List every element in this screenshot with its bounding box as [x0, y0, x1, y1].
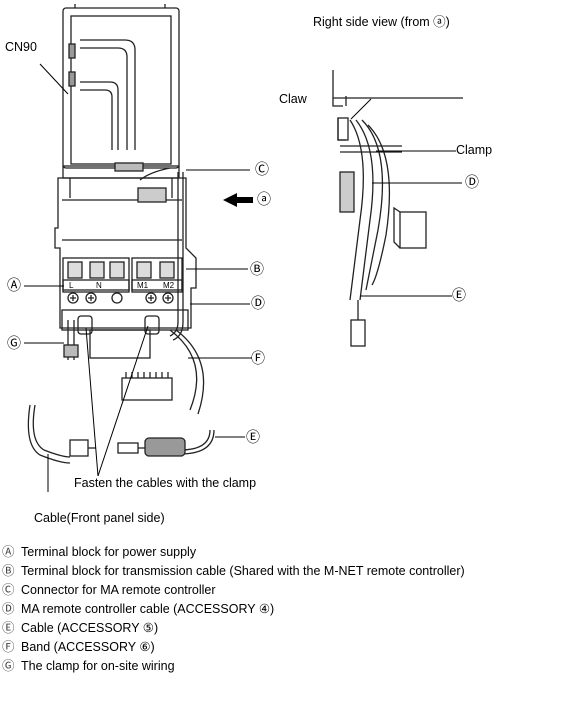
legend: Ⓐ Terminal block for power supply Ⓑ Term…	[2, 543, 586, 676]
legend-text: Connector for MA remote controller	[21, 583, 216, 597]
leader-fasten-2	[97, 325, 149, 477]
legend-text: Band (ACCESSORY ⑥)	[21, 640, 155, 654]
legend-key: Ⓑ	[2, 564, 15, 578]
fasten-caption: Fasten the cables with the clamp	[74, 476, 257, 490]
cable-front-caption: Cable(Front panel side)	[34, 511, 165, 525]
callout-d-left: Ⓓ	[251, 295, 265, 311]
view-marker-a: ⓐ	[257, 191, 271, 207]
leader-cn90	[39, 63, 69, 95]
legend-item-e: Ⓔ Cable (ACCESSORY ⑤)	[2, 619, 586, 638]
callout-a: Ⓐ	[7, 277, 21, 293]
legend-key: Ⓕ	[2, 640, 15, 654]
terminal-l-label: L	[69, 281, 74, 290]
terminal-m2-label: M2	[163, 281, 175, 290]
legend-text: Terminal block for power supply	[21, 545, 197, 559]
callout-b: Ⓑ	[250, 261, 264, 277]
callout-e-right: Ⓔ	[452, 287, 466, 303]
legend-item-b: Ⓑ Terminal block for transmission cable …	[2, 562, 586, 581]
control-box-drawing	[27, 4, 215, 464]
legend-key: Ⓐ	[2, 545, 15, 559]
legend-key: Ⓓ	[2, 602, 15, 616]
legend-item-c: Ⓒ Connector for MA remote controller	[2, 581, 586, 600]
right-side-view-drawing	[332, 70, 463, 347]
legend-key: Ⓖ	[2, 659, 15, 673]
legend-key: Ⓒ	[2, 583, 15, 597]
clamp-label: Clamp	[456, 143, 493, 157]
terminal-n-label: N	[96, 281, 102, 290]
callout-c: Ⓒ	[255, 161, 269, 177]
cn90-label: CN90	[5, 40, 37, 54]
leader-fasten-1	[85, 327, 99, 477]
callout-f: Ⓕ	[251, 350, 265, 366]
legend-item-a: Ⓐ Terminal block for power supply	[2, 543, 586, 562]
legend-text: Terminal block for transmission cable (S…	[21, 564, 465, 578]
legend-text: Cable (ACCESSORY ⑤)	[21, 621, 159, 635]
legend-key: Ⓔ	[2, 621, 15, 635]
legend-item-d: Ⓓ MA remote controller cable (ACCESSORY …	[2, 600, 586, 619]
legend-item-g: Ⓖ The clamp for on-site wiring	[2, 657, 586, 676]
callout-d-right: Ⓓ	[465, 174, 479, 190]
terminal-m1-label: M1	[137, 281, 149, 290]
legend-item-f: Ⓕ Band (ACCESSORY ⑥)	[2, 638, 586, 657]
right-side-view-title: Right side view (from ⓐ)	[313, 15, 450, 29]
legend-text: MA remote controller cable (ACCESSORY ④)	[21, 602, 275, 616]
callout-e-left: Ⓔ	[246, 429, 260, 445]
view-direction-arrow	[223, 193, 253, 207]
leader-lines	[24, 63, 462, 492]
callout-g: Ⓖ	[7, 335, 21, 351]
legend-text: The clamp for on-site wiring	[21, 659, 175, 673]
claw-label: Claw	[279, 92, 307, 106]
leader-claw	[350, 98, 372, 120]
